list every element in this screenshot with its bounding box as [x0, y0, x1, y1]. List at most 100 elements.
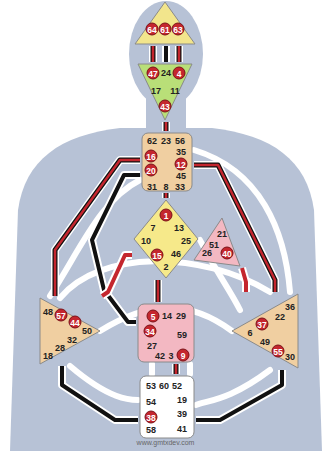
gate-number: 43 — [159, 100, 172, 113]
gate-number: 59 — [177, 331, 187, 340]
gate-number: 4 — [173, 67, 186, 80]
channel-line — [102, 255, 132, 296]
gate-number: 47 — [147, 67, 160, 80]
gate-number: 20 — [145, 164, 158, 177]
channel-stroke — [156, 280, 161, 302]
gate-number: 7 — [150, 224, 155, 233]
gate-number: 23 — [161, 137, 171, 146]
gate-number: 52 — [172, 382, 182, 391]
gate-number: 33 — [175, 183, 185, 192]
channel-line — [166, 193, 167, 198]
ajna-center: 47244171143 — [136, 62, 194, 122]
channel-stroke — [194, 165, 275, 292]
gate-number: 16 — [145, 150, 158, 163]
gate-number: 44 — [69, 316, 82, 329]
channel-stroke — [177, 46, 182, 62]
gate-number: 26 — [202, 249, 212, 258]
sacral-center: 514 29 34 59 274239 — [136, 302, 196, 364]
channel-stroke — [164, 46, 168, 62]
channel-line — [153, 46, 154, 62]
gate-number: 3 — [168, 352, 173, 361]
channel-stroke — [194, 165, 275, 292]
gate-number: 14 — [162, 312, 172, 321]
channel-stroke — [164, 122, 169, 131]
channel-stroke — [242, 268, 246, 292]
gate-number: 9 — [177, 349, 190, 362]
gate-number: 40 — [221, 247, 234, 260]
gate-number: 6 — [247, 329, 252, 338]
gate-number: 15 — [151, 249, 164, 262]
gate-number: 39 — [177, 410, 187, 419]
gate-number: 30 — [285, 353, 295, 362]
gate-number: 13 — [174, 224, 184, 233]
channel-stroke — [162, 122, 170, 131]
channel-line — [62, 366, 138, 420]
channel-line — [92, 175, 140, 322]
gate-number: 32 — [67, 336, 77, 345]
gate-number: 10 — [141, 237, 151, 246]
gate-number: 25 — [181, 237, 191, 246]
gate-number: 63 — [172, 23, 185, 36]
gate-number: 54 — [146, 398, 156, 407]
channel-line — [194, 165, 275, 292]
channel-stroke — [149, 46, 157, 62]
channel-stroke — [162, 46, 170, 62]
channel-stroke — [164, 193, 169, 198]
channel-stroke — [178, 46, 181, 62]
gate-number: 62 — [147, 137, 157, 146]
channel-line — [166, 122, 167, 131]
channel-line — [176, 364, 177, 374]
gate-number: 53 — [146, 382, 156, 391]
gate-number: 21 — [217, 230, 227, 239]
channel-stroke — [102, 255, 132, 296]
channel-stroke — [175, 46, 183, 62]
gate-number: 2 — [163, 263, 168, 272]
channel-stroke — [194, 165, 275, 292]
channel-stroke — [151, 46, 156, 62]
gate-number: 36 — [285, 303, 295, 312]
gate-number: 1 — [160, 209, 173, 222]
throat-center: 622356163520124531833 — [140, 131, 194, 193]
channel-line — [158, 280, 159, 302]
gate-number: 56 — [175, 137, 185, 146]
spleen-center: 48574450322818 — [38, 296, 102, 366]
head-center: 646163 — [134, 0, 196, 46]
channel-stroke — [92, 175, 140, 322]
gate-number: 45 — [176, 172, 186, 181]
gate-number: 17 — [151, 87, 161, 96]
channel-stroke — [242, 268, 246, 292]
gate-number: 12 — [175, 158, 188, 171]
gate-number: 24 — [161, 69, 171, 78]
gate-number: 64 — [146, 23, 159, 36]
gate-number: 55 — [272, 345, 285, 358]
gate-number: 46 — [171, 250, 181, 259]
gate-number: 48 — [43, 308, 53, 317]
gate-number: 19 — [177, 396, 187, 405]
gate-number: 22 — [275, 313, 285, 322]
watermark: www.gmtxdev.com — [0, 439, 331, 446]
g-center: 17 13 10 25 15 462 — [132, 198, 200, 280]
channel-line — [196, 370, 282, 420]
channel-stroke — [154, 280, 162, 302]
channel-stroke — [174, 364, 179, 374]
gate-number: 42 — [155, 352, 165, 361]
gate-number: 57 — [55, 309, 68, 322]
gate-number: 27 — [147, 342, 157, 351]
channel-stroke — [165, 122, 168, 131]
gate-number: 38 — [145, 411, 158, 424]
channel-line — [179, 46, 180, 62]
channel-line — [242, 268, 246, 292]
gate-number: 18 — [43, 352, 53, 361]
gate-number: 5 — [147, 310, 160, 323]
gate-number: 60 — [159, 382, 169, 391]
gate-number: 58 — [146, 426, 156, 435]
channel-stroke — [196, 370, 282, 420]
gate-number: 29 — [176, 312, 186, 321]
gate-number: 8 — [163, 183, 168, 192]
gate-number: 28 — [55, 344, 65, 353]
channel-line — [166, 46, 167, 62]
channel-stroke — [162, 193, 170, 198]
channel-stroke — [172, 364, 180, 374]
gate-number: 61 — [159, 23, 172, 36]
gate-number: 34 — [144, 325, 157, 338]
